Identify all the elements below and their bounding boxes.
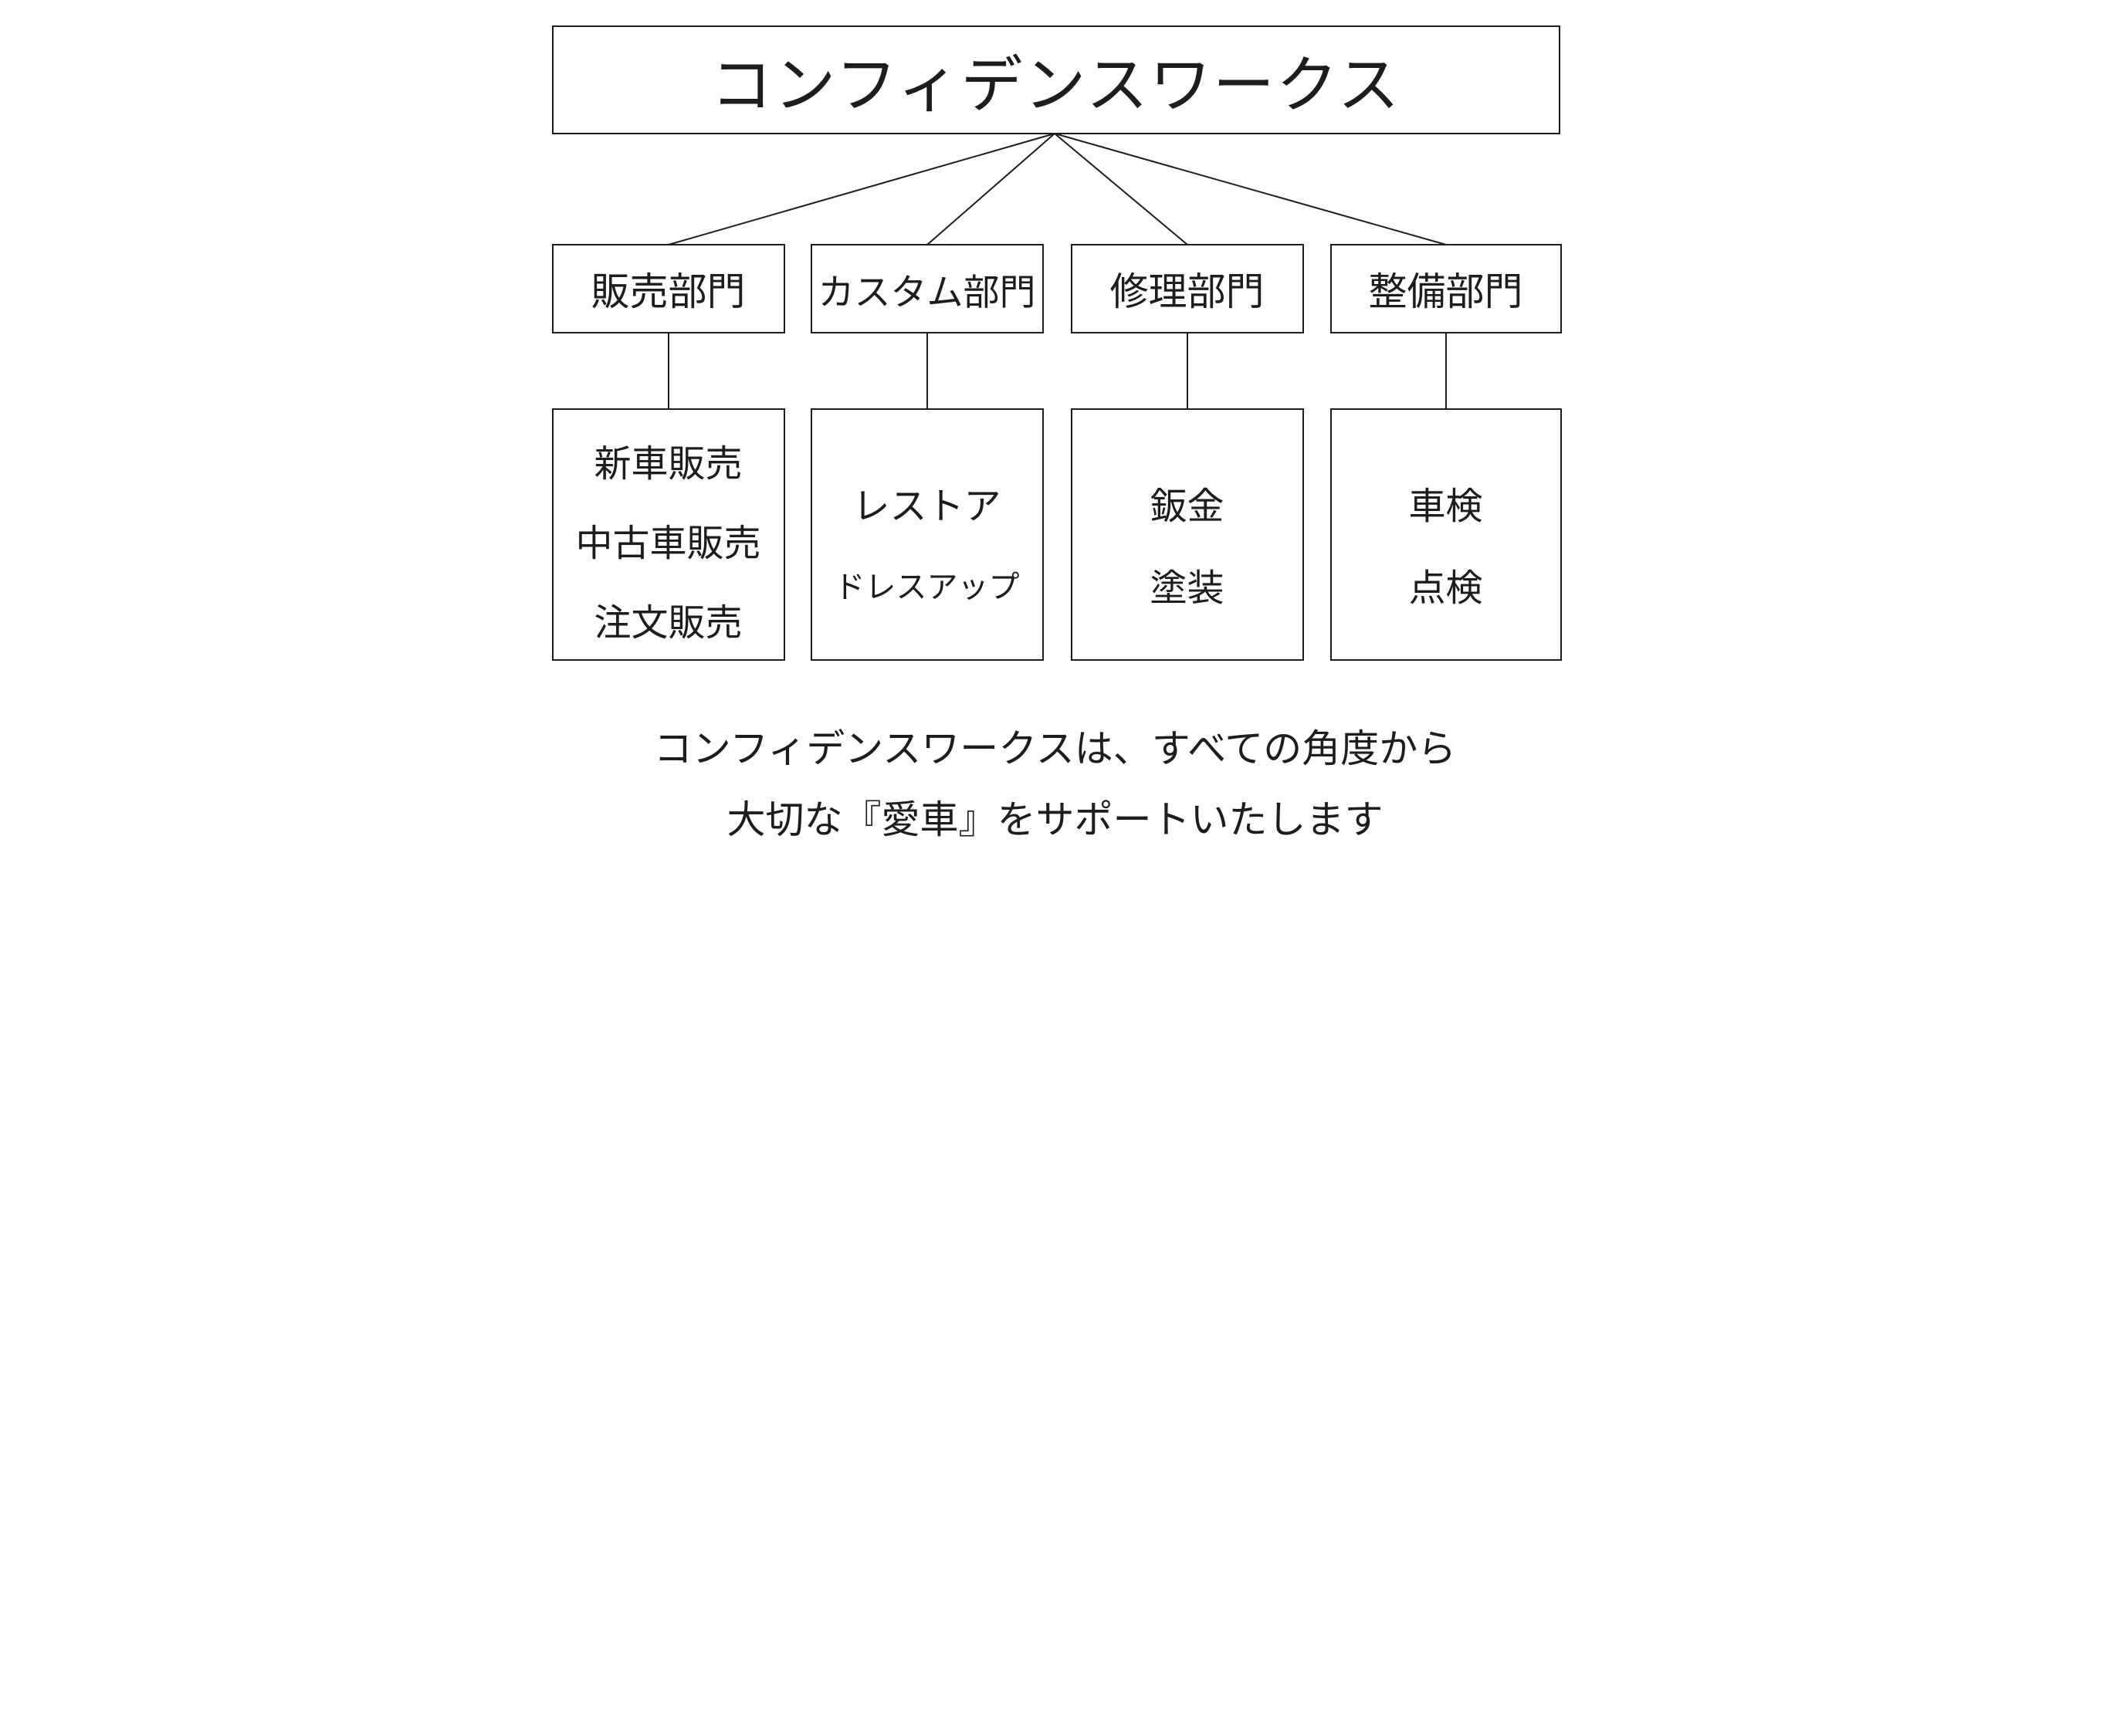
dept-label-custom: カスタム部門 [818, 271, 1036, 314]
service-item-new-car-sales: 新車販売 [594, 442, 743, 486]
title-box: コンフィデンスワークス [551, 25, 1560, 134]
detail-box-maintenance: 車検 点検 [1329, 408, 1562, 661]
fan-line-repair [1053, 133, 1188, 245]
detail-box-sales: 新車販売 中古車販売 注文販売 [551, 408, 785, 661]
dept-box-maintenance: 整備部門 [1329, 244, 1562, 333]
dept-label-repair: 修理部門 [1109, 269, 1265, 314]
fan-line-sales [668, 133, 1055, 245]
footer-line-2: 大切な『愛車』をサポートいたします [726, 797, 1384, 842]
connector-lines [667, 133, 1447, 409]
detail-box-custom: レストア ドレスアップ [810, 408, 1044, 661]
footer-text: コンフィデンスワークスは、すべての角度から 大切な『愛車』をサポートいたします [528, 713, 1583, 855]
service-item-sheet-metal: 鈑金 [1150, 484, 1224, 528]
service-item-dress-up: ドレスアップ [834, 570, 1020, 606]
footer-line-1: コンフィデンスワークスは、すべての角度から [653, 726, 1457, 771]
service-item-used-car-sales: 中古車販売 [575, 521, 761, 565]
dept-label-maintenance: 整備部門 [1368, 269, 1523, 314]
fan-line-custom [926, 133, 1055, 245]
org-chart: コンフィデンスワークス 販売部門 カスタム部門 修理部門 整備部門 新車販売 中… [527, 0, 1583, 868]
service-item-vehicle-inspection: 車検 [1408, 484, 1483, 528]
dept-box-repair: 修理部門 [1070, 244, 1304, 333]
service-item-periodic-inspection: 点検 [1408, 567, 1483, 611]
detail-box-repair: 鈑金 塗装 [1070, 408, 1304, 661]
dept-label-sales: 販売部門 [591, 269, 746, 314]
service-item-painting: 塗装 [1150, 567, 1224, 611]
dept-box-custom: カスタム部門 [810, 244, 1044, 333]
dept-box-sales: 販売部門 [551, 244, 785, 333]
fan-line-maintenance [1054, 133, 1446, 245]
company-title: コンフィデンスワークス [710, 49, 1401, 121]
service-item-restore: レストア [852, 484, 1001, 528]
service-item-order-sales: 注文販売 [594, 601, 743, 645]
